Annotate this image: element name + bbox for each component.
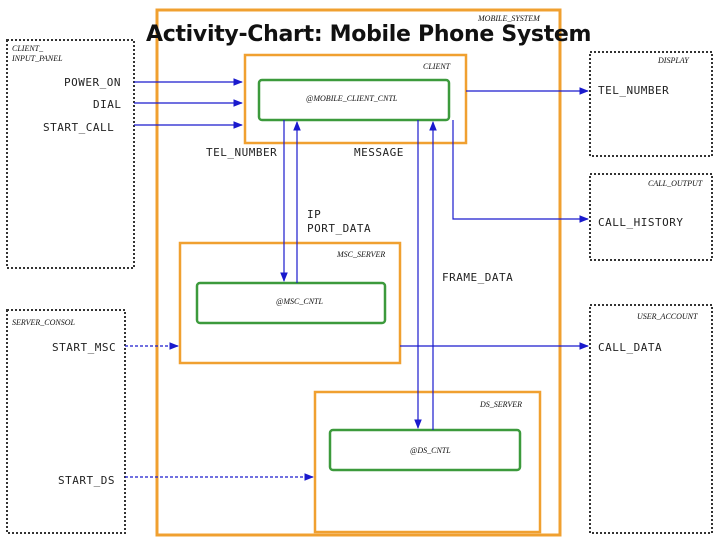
mobile-system-label: MOBILE_SYSTEM: [478, 14, 540, 23]
user-account-label: USER_ACCOUNT: [637, 312, 698, 321]
mobile-client-cntl-box: [257, 78, 451, 122]
dial-label: DIAL: [93, 98, 122, 111]
ds-server-box: [313, 390, 542, 534]
frame-data-label: FRAME_DATA: [442, 271, 514, 284]
start-call-label: START_CALL: [43, 121, 115, 134]
port-data-label: PORT_DATA: [307, 222, 372, 235]
mobile-client-cntl-label: @MOBILE_CLIENT_CNTL: [306, 94, 398, 103]
msc-server-label: MSC_SERVER: [337, 250, 386, 259]
client-input-panel-box: [6, 39, 135, 269]
ds-server-label: DS_SERVER: [480, 400, 523, 409]
call-history-arrow: [452, 120, 589, 223]
client-panel-label: CLIENT_: [12, 44, 44, 53]
message-label: MESSAGE: [354, 146, 404, 159]
power-on-label: POWER_ON: [64, 76, 121, 89]
msc-cntl-box: [195, 281, 387, 325]
user-account-box: [589, 304, 713, 534]
msc-cntl-label: @MSC_CNTL: [276, 297, 323, 306]
server-console-label: SERVER_CONSOL: [12, 318, 75, 327]
mobile-system-box: [155, 8, 562, 537]
client-box: [243, 53, 468, 145]
start-msc-label: START_MSC: [52, 341, 117, 354]
ds-cntl-label: @DS_CNTL: [410, 446, 451, 455]
display-label: DISPLAY: [658, 56, 689, 65]
call-output-box: [589, 173, 713, 261]
start-ds-label: START_DS: [58, 474, 115, 487]
tel-number-out-label: TEL_NUMBER: [598, 84, 670, 97]
call-output-label: CALL_OUTPUT: [648, 179, 703, 188]
ip-label: IP: [307, 208, 322, 221]
chart-title: Activity-Chart: Mobile Phone System: [146, 22, 592, 47]
msc-server-box: [178, 241, 402, 365]
ds-cntl-box: [328, 428, 522, 472]
call-data-label: CALL_DATA: [598, 341, 663, 354]
tel-number-label: TEL_NUMBER: [206, 146, 278, 159]
client-panel-sub-label: INPUT_PANEL: [12, 54, 63, 63]
display-box: [589, 51, 713, 157]
client-label: CLIENT: [423, 62, 451, 71]
server-console-box: [6, 309, 126, 534]
call-history-label: CALL_HISTORY: [598, 216, 684, 229]
